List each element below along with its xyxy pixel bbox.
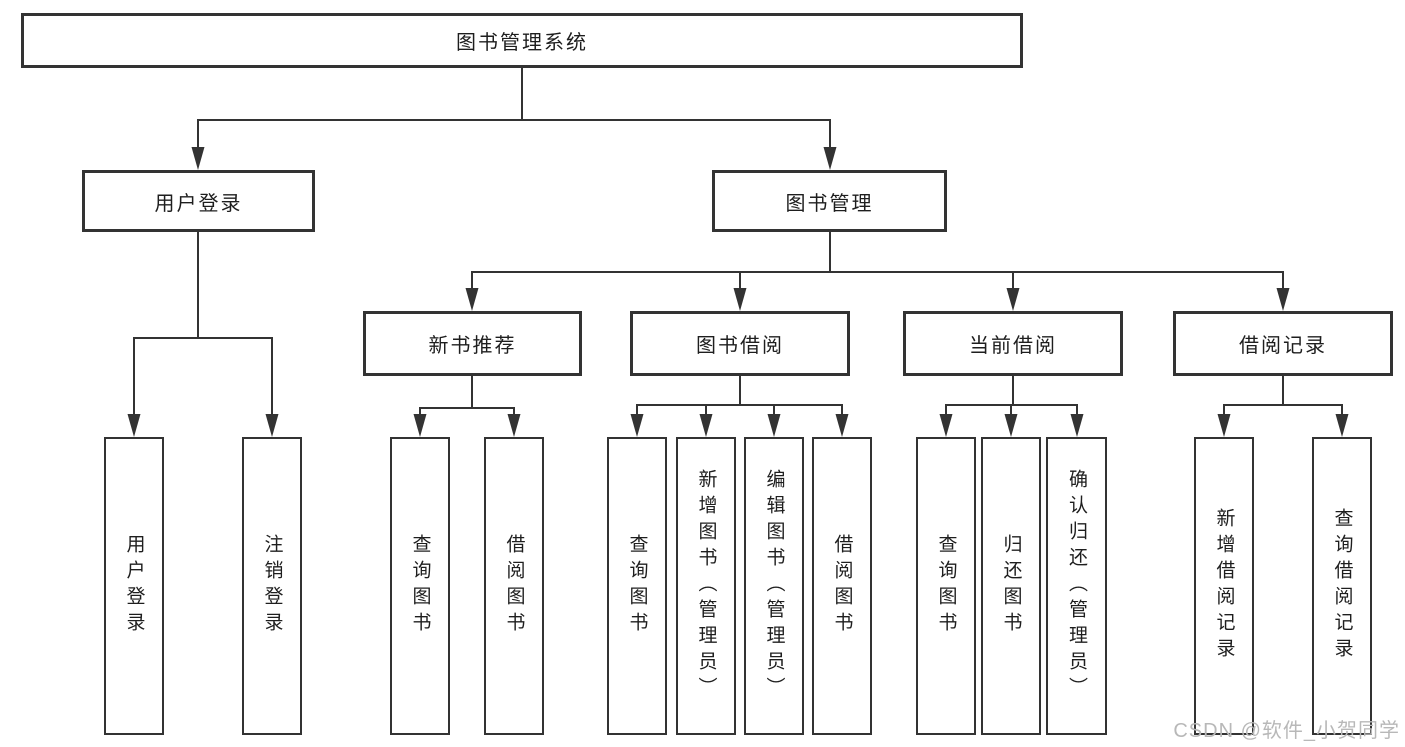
leaf-bb-query-books-label: 查询图书 <box>626 534 648 638</box>
connector-borrow-records-to-leaves <box>1217 375 1349 437</box>
leaf-bb-borrow-books-label: 借阅图书 <box>831 534 853 638</box>
leaf-bb-edit-books-admin: 编辑图书（管理员） <box>744 437 804 735</box>
leaf-cb-confirm-return-admin: 确认归还（管理员） <box>1046 437 1107 735</box>
leaf-br-query-record: 查询借阅记录 <box>1312 437 1372 735</box>
node-user-login: 用户登录 <box>82 170 315 232</box>
connector-book-borrow-to-leaves <box>630 375 849 437</box>
leaf-logout-label: 注销登录 <box>261 534 283 638</box>
leaf-br-add-record-label: 新增借阅记录 <box>1213 508 1235 664</box>
leaf-logout: 注销登录 <box>242 437 302 735</box>
node-borrow-records: 借阅记录 <box>1173 311 1393 376</box>
node-book-mgmt-label: 图书管理 <box>785 192 874 215</box>
node-book-borrow-label: 图书借阅 <box>696 335 784 357</box>
node-new-book-rec-label: 新书推荐 <box>428 335 517 357</box>
leaf-cb-query-books-label: 查询图书 <box>935 534 957 638</box>
node-book-mgmt: 图书管理 <box>712 170 947 232</box>
leaf-bb-edit-books-admin-label: 编辑图书（管理员） <box>763 469 785 703</box>
leaf-cb-confirm-return-admin-label: 确认归还（管理员） <box>1066 469 1087 703</box>
leaf-bb-borrow-books: 借阅图书 <box>812 437 872 735</box>
leaf-user-login: 用户登录 <box>104 437 164 735</box>
leaf-bb-add-books-admin-label: 新增图书（管理员） <box>695 469 717 703</box>
leaf-nbrec-borrow-books: 借阅图书 <box>484 437 544 735</box>
connector-user-login-to-leaves <box>127 231 279 437</box>
leaf-br-add-record: 新增借阅记录 <box>1194 437 1254 735</box>
leaf-nbrec-borrow-books-label: 借阅图书 <box>503 534 525 638</box>
csdn-watermark: CSDN @软件_小贺同学 <box>1173 720 1400 742</box>
node-borrow-records-label: 借阅记录 <box>1239 335 1327 357</box>
node-current-borrow-label: 当前借阅 <box>969 335 1057 357</box>
leaf-bb-query-books: 查询图书 <box>607 437 667 735</box>
connector-current-borrow-to-leaves <box>939 375 1084 437</box>
node-current-borrow: 当前借阅 <box>903 311 1123 376</box>
leaf-nbrec-query-books: 查询图书 <box>390 437 450 735</box>
leaf-user-login-label: 用户登录 <box>123 534 145 638</box>
leaf-bb-add-books-admin: 新增图书（管理员） <box>676 437 736 735</box>
node-root: 图书管理系统 <box>21 13 1023 68</box>
connector-book-mgmt-to-level3 <box>465 231 1290 311</box>
connector-new-book-rec-to-leaves <box>413 375 521 437</box>
node-new-book-rec: 新书推荐 <box>363 311 582 376</box>
leaf-cb-return-books-label: 归还图书 <box>1000 534 1022 638</box>
leaf-cb-query-books: 查询图书 <box>916 437 976 735</box>
leaf-br-query-record-label: 查询借阅记录 <box>1331 508 1353 664</box>
leaf-nbrec-query-books-label: 查询图书 <box>409 534 431 638</box>
node-user-login-label: 用户登录 <box>154 192 243 215</box>
node-root-label: 图书管理系统 <box>456 32 588 54</box>
leaf-cb-return-books: 归还图书 <box>981 437 1041 735</box>
connector-root-to-level2 <box>191 67 837 170</box>
node-book-borrow: 图书借阅 <box>630 311 850 376</box>
